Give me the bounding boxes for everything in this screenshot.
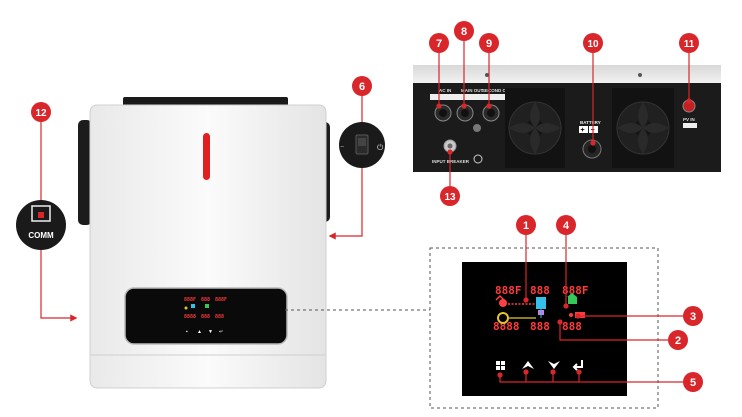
menu-button[interactable] (496, 361, 505, 370)
callout-7: 7 (429, 33, 449, 53)
tower-icon (495, 294, 505, 301)
home-roof-icon (567, 293, 577, 297)
ac-in-label: AC IN (439, 88, 451, 93)
svg-text:12: 12 (35, 108, 47, 119)
arrow-6 (328, 168, 363, 240)
comm-circle (16, 200, 66, 250)
callout-10: 10 (583, 33, 603, 53)
callout-9: 9 (479, 33, 499, 53)
callout-13: 13 (440, 186, 460, 206)
screw (485, 73, 489, 77)
up-button[interactable] (522, 361, 534, 369)
callout-6: 6 (352, 76, 372, 96)
battery-label: BATTERY (580, 120, 601, 125)
callout-12: 12 (31, 102, 51, 122)
lcd-top-left: 888F (495, 284, 522, 297)
svg-text:▪: ▪ (186, 329, 188, 335)
pv-in-label: PV IN (683, 117, 695, 122)
callout-1: 1 (516, 215, 536, 235)
lcd-buttons (496, 360, 583, 371)
svg-text:888: 888 (215, 314, 224, 320)
inverter-icon (536, 297, 546, 309)
svg-text:13: 13 (444, 192, 456, 203)
svg-text:11: 11 (684, 39, 695, 50)
enter-button[interactable] (572, 360, 583, 371)
svg-text:▲: ▲ (197, 329, 202, 335)
status-led-bar (203, 133, 210, 180)
leader-2 (559, 322, 668, 341)
lcd-bot-right: 888 (562, 320, 582, 333)
svg-text:8: 8 (461, 26, 467, 38)
comm-port-zoom: COMM (16, 122, 78, 322)
ground-icon (473, 154, 483, 164)
svg-text:888: 888 (201, 297, 210, 303)
lcd-top-right: 888F (562, 284, 589, 297)
svg-text:▼: ▼ (208, 329, 213, 335)
svg-text:⏻: ⏻ (377, 143, 384, 152)
main-out-label: MAIN OUT (461, 88, 483, 93)
front-display-panel (124, 287, 288, 345)
svg-text:888F: 888F (184, 297, 196, 303)
zoom-frame (429, 247, 659, 409)
svg-text:888F: 888F (215, 297, 227, 303)
callout-11: 11 (679, 33, 699, 53)
lcd-bot-mid: 888 (530, 320, 550, 333)
inverter-unit: 888F 888 888F 8888 888 888 ▪ ▲ ▼ ↵ (78, 97, 330, 389)
svg-text:10: 10 (587, 39, 599, 50)
lcd-leader-lines (497, 235, 683, 383)
callout-8: 8 (454, 21, 474, 41)
gland (473, 124, 481, 132)
zoomed-lcd (462, 262, 627, 396)
load-dot-icon (569, 313, 573, 317)
svg-text:5: 5 (690, 377, 696, 389)
home-icon (568, 297, 577, 304)
fan-left (505, 88, 565, 168)
lcd-top-mid: 888 (530, 284, 550, 297)
svg-text:888: 888 (201, 314, 210, 320)
front-lcd-mini: 888F 888 888F 8888 888 888 ▪ ▲ ▼ ↵ (184, 297, 227, 335)
svg-text:↵: ↵ (219, 329, 223, 335)
terminals: AC IN MAIN OUT SECOND OUT (430, 88, 512, 122)
power-switch-zoom: − ⏻ (328, 96, 385, 240)
input-breaker-label: INPUT BREAKER (432, 159, 470, 164)
svg-text:1: 1 (523, 220, 529, 232)
second-out-label: SECOND OUT (482, 88, 512, 93)
fan-right (612, 88, 674, 168)
left-side-grip (78, 120, 92, 225)
callout-3: 3 (683, 306, 703, 326)
svg-text:−: − (340, 144, 344, 151)
lcd-bot-left: 8888 (493, 320, 520, 333)
svg-text:2: 2 (675, 335, 681, 347)
svg-text:3: 3 (690, 311, 696, 323)
bottom-panel-view: AC IN MAIN OUT SECOND OUT INPUT BREAKER (413, 41, 721, 186)
svg-text:9: 9 (486, 38, 492, 50)
callout-4: 4 (556, 215, 576, 235)
svg-text:7: 7 (436, 38, 442, 50)
lcd-readouts: 888F 888 888F 8888 888 888 (493, 284, 589, 333)
down-button[interactable] (548, 361, 560, 369)
zoomed-lcd-group: 888F 888 888F 8888 888 888 (429, 235, 683, 409)
svg-text:8888: 8888 (184, 314, 196, 320)
arrow-12 (40, 250, 78, 322)
screw-2 (638, 73, 642, 77)
svg-text:4: 4 (563, 220, 570, 232)
callout-badges: 1 2 3 4 5 6 7 8 9 10 11 12 13 (31, 21, 703, 392)
svg-text:+: + (581, 127, 585, 134)
grid-icon (499, 299, 507, 307)
callout-2: 2 (668, 330, 688, 350)
svg-text:6: 6 (359, 81, 365, 93)
comm-label: COMM (28, 231, 54, 240)
callout-5: 5 (683, 372, 703, 392)
panel-leader-lines (436, 41, 692, 186)
bottom-panel-edge (413, 65, 721, 83)
